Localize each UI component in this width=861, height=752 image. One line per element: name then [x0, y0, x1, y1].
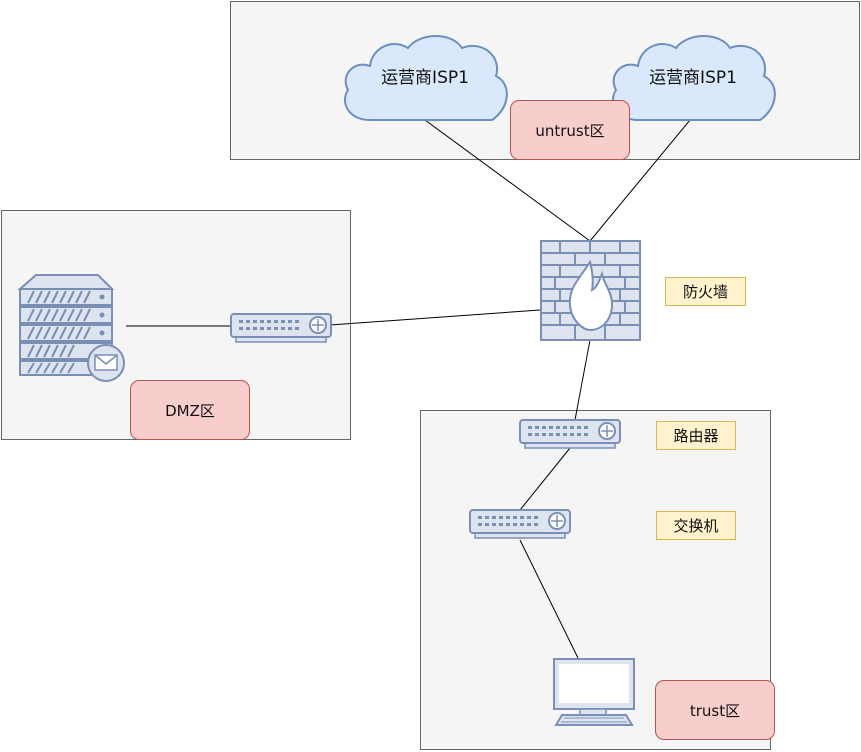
- firewall-icon: [540, 240, 641, 341]
- link-firewall-dmz-router: [329, 309, 541, 326]
- link-isp-right-firewall: [589, 119, 691, 242]
- dmz-router-icon: [230, 313, 332, 343]
- switch-icon: [469, 509, 571, 539]
- cloud-isp-right-label: 运营商ISP1: [649, 67, 737, 88]
- link-router-switch: [519, 447, 571, 511]
- router-label: 路由器: [656, 421, 736, 450]
- monitor-icon: [553, 658, 635, 726]
- link-firewall-router: [574, 339, 591, 421]
- dmz-zone-label: DMZ区: [130, 380, 250, 440]
- untrust-zone-label: untrust区: [510, 100, 630, 160]
- mail-server-icon: [18, 274, 125, 382]
- trust-zone-label: trust区: [655, 680, 775, 740]
- router-icon: [519, 419, 621, 449]
- cloud-isp-left-label: 运营商ISP1: [381, 67, 469, 88]
- switch-label: 交换机: [656, 511, 736, 540]
- link-isp-left-firewall: [424, 119, 591, 242]
- firewall-label: 防火墙: [665, 277, 746, 306]
- cloud-isp-left-icon: [343, 35, 508, 121]
- cloud-isp-right-icon: [611, 35, 776, 121]
- link-switch-workstation: [519, 539, 579, 659]
